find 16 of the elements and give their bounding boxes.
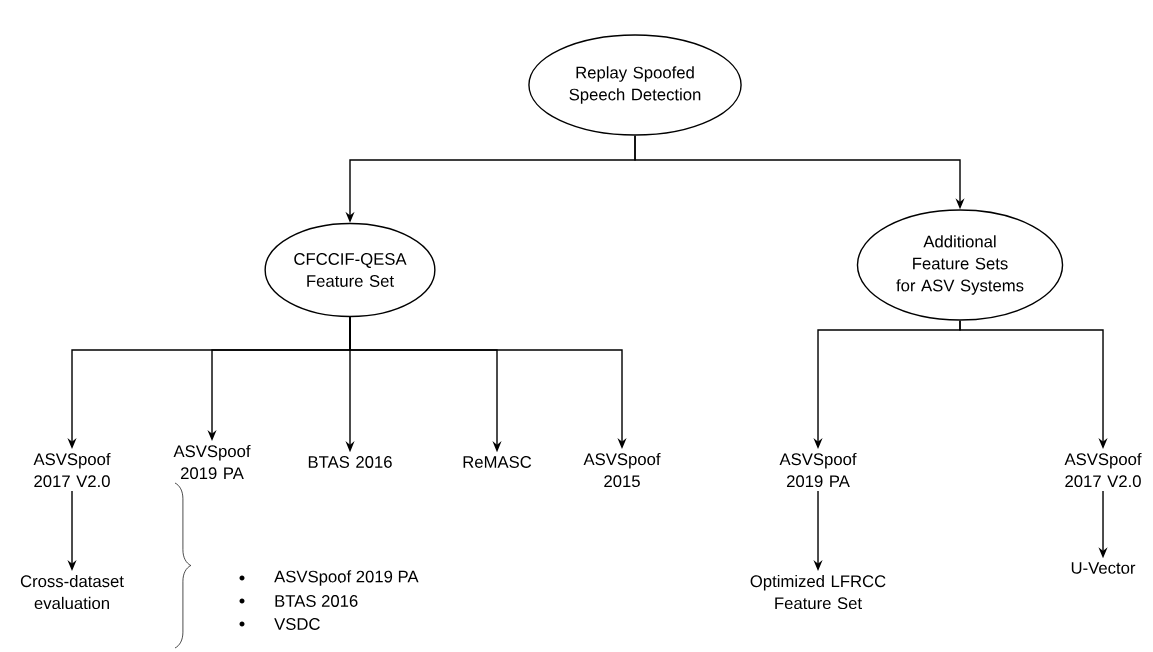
node-label: ReMASC xyxy=(463,456,532,468)
node-label: ASVSpoof 2019 PA xyxy=(173,444,251,480)
node-label: BTAS 2016 xyxy=(308,456,392,468)
node-label: U-Vector xyxy=(1071,562,1136,574)
list-item: BTAS 2016 xyxy=(275,595,358,607)
node-label: Cross-dataset evaluation xyxy=(20,574,124,610)
ellipse-node: Additional Feature Sets for ASV Systems xyxy=(856,209,1064,321)
node-label: ASVSpoof 2017 V2.0 xyxy=(1064,452,1142,488)
node-label: ASVSpoof 2017 V2.0 xyxy=(33,452,111,488)
list-item: VSDC xyxy=(274,618,320,630)
node-label: ASVSpoof 2015 xyxy=(583,452,661,488)
node-label: ASVSpoof 2019 PA xyxy=(779,452,857,488)
ellipse-node: CFCCIF-QESA Feature Set xyxy=(264,222,436,318)
node-label: Optimized LFRCC Feature Set xyxy=(750,574,886,610)
ellipse-node: Replay Spoofed Speech Detection xyxy=(528,34,742,136)
list-item: ASVSpoof 2019 PA xyxy=(274,570,419,586)
